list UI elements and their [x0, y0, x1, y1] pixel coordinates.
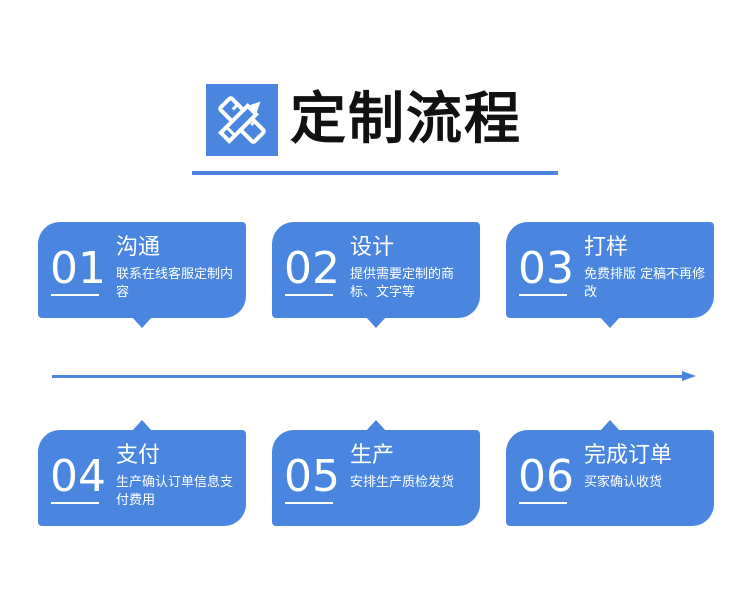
step-number: 03	[518, 243, 574, 294]
step-description: 提供需要定制的商标、文字等	[350, 267, 455, 300]
step-card-02: 02 设计 提供需要定制的商标、文字等	[272, 222, 480, 328]
number-underline	[285, 502, 333, 504]
step-number: 06	[518, 451, 574, 502]
number-underline	[51, 294, 99, 296]
step-title: 完成订单	[584, 443, 673, 468]
card-pointer	[600, 420, 620, 431]
title-underline	[192, 171, 558, 175]
number-underline	[51, 502, 99, 504]
page-title: 定制流程	[290, 87, 522, 152]
timeline-arrow-line	[52, 375, 684, 378]
step-number: 02	[284, 243, 340, 294]
step-description: 生产确认订单信息支付费用	[116, 475, 234, 508]
step-description: 免费排版 定稿不再修改	[584, 267, 706, 300]
number-underline	[519, 294, 567, 296]
step-card-06: 06 完成订单 买家确认收货	[506, 420, 714, 526]
card-pointer	[132, 317, 152, 328]
step-title: 支付	[116, 443, 161, 468]
card-pointer	[366, 317, 386, 328]
step-card-01: 01 沟通 联系在线客服定制内容	[38, 222, 246, 328]
step-number: 01	[50, 243, 106, 294]
card-pointer	[600, 317, 620, 328]
arrow-right-icon	[682, 371, 696, 381]
header: 定制流程	[206, 84, 522, 156]
step-card-05: 05 生产 安排生产质检发货	[272, 420, 480, 526]
step-title: 打样	[584, 235, 629, 260]
step-description: 买家确认收货	[584, 475, 663, 490]
step-description: 联系在线客服定制内容	[116, 267, 234, 300]
step-title: 沟通	[116, 235, 161, 260]
card-pointer	[132, 420, 152, 431]
ruler-pencil-icon	[217, 96, 266, 145]
step-title: 设计	[350, 235, 395, 260]
number-underline	[285, 294, 333, 296]
step-card-04: 04 支付 生产确认订单信息支付费用	[38, 420, 246, 526]
number-underline	[519, 502, 567, 504]
step-description: 安排生产质检发货	[350, 475, 455, 490]
card-pointer	[366, 420, 386, 431]
step-card-03: 03 打样 免费排版 定稿不再修改	[506, 222, 714, 328]
step-number: 05	[284, 451, 340, 502]
step-title: 生产	[350, 443, 395, 468]
logo-box	[206, 84, 278, 156]
step-number: 04	[50, 451, 106, 502]
